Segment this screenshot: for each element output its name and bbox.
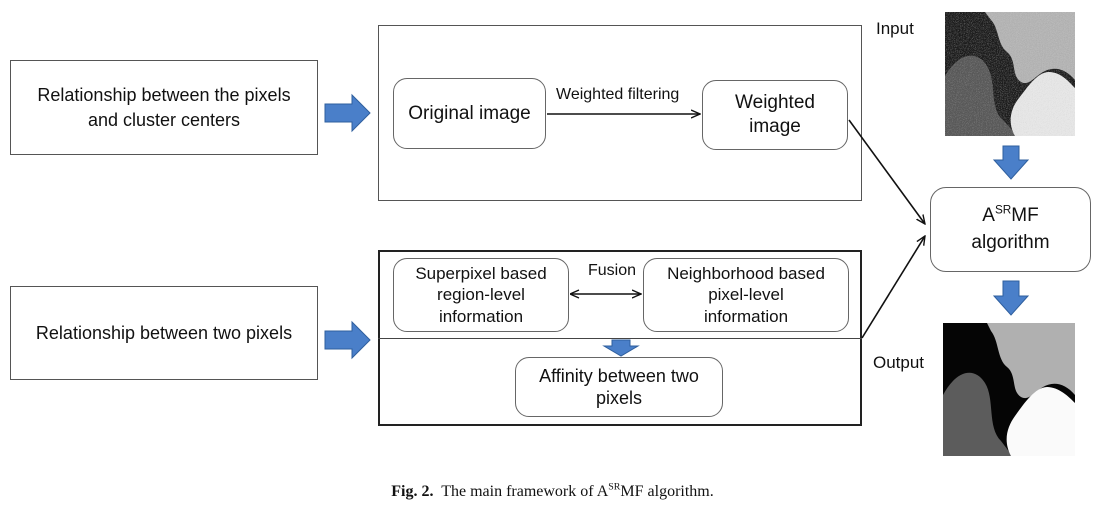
caption-text-after: MF algorithm. [620,483,714,500]
cluster-relation-box: Relationship between the pixels and clus… [10,60,318,155]
block-arrow-bottom-icon [324,320,371,360]
algorithm-suffix: MF [1011,204,1039,226]
block-arrow-input-down-icon [992,145,1030,180]
input-label: Input [876,19,914,38]
cluster-relation-label: Relationship between the pixels and clus… [37,85,291,130]
algorithm-name: ASRMF [971,203,1049,230]
output-label: Output [873,353,925,372]
affinity-panel-divider [378,338,862,339]
input-noisy-image [945,12,1075,136]
top-to-algorithm-arrow-icon [848,119,925,224]
output-segmented-image [943,323,1075,456]
affinity-label: Affinity between two pixels [539,365,699,409]
block-arrow-fusion-down-icon [602,339,640,357]
caption-fig-number: Fig. 2. [391,483,434,500]
caption-text-before: The main framework of A [441,483,609,500]
original-image-node: Original image [393,78,546,149]
figure-caption: Fig. 2. The main framework of ASRMF algo… [0,481,1105,501]
algorithm-line2: algorithm [971,231,1050,253]
block-arrow-output-down-icon [992,280,1030,316]
neighborhood-info-label: Neighborhood based pixel-level informati… [667,264,825,326]
original-image-label: Original image [408,102,531,124]
algorithm-label: ASRMF algorithm [971,203,1049,256]
pixel-relation-label: Relationship between two pixels [35,322,293,343]
superpixel-info-label: Superpixel based region-level informatio… [415,264,547,326]
fusion-label: Fusion [588,262,637,279]
algorithm-node: ASRMF algorithm [930,187,1091,272]
weighted-image-label: Weighted image [735,92,815,137]
affinity-node: Affinity between two pixels [515,357,723,417]
superpixel-info-node: Superpixel based region-level informatio… [393,258,569,332]
weighted-filtering-label: Weighted filtering [556,86,680,103]
algorithm-prefix: A [982,204,995,226]
weighted-image-node: Weighted image [702,80,848,150]
block-arrow-top-icon [324,93,371,133]
bottom-to-algorithm-arrow-icon [861,236,925,339]
pixel-relation-box: Relationship between two pixels [10,286,318,380]
neighborhood-info-node: Neighborhood based pixel-level informati… [643,258,849,332]
algorithm-superscript: SR [994,203,1012,217]
caption-superscript: SR [608,481,621,493]
